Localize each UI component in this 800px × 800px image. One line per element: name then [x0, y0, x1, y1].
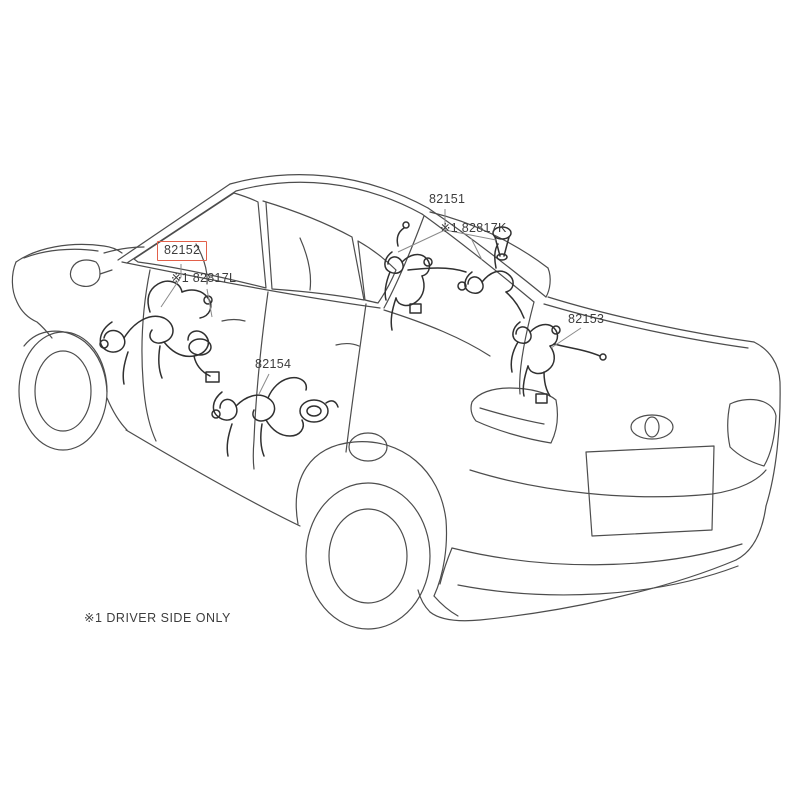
part-label-82817k[interactable]: ※1 82817K: [440, 221, 507, 235]
car-body: [11, 174, 781, 630]
footnote-driver-side-only: ※1 DRIVER SIDE ONLY: [84, 611, 231, 625]
harness-quarter-left: [384, 221, 467, 331]
part-label-82154[interactable]: 82154: [255, 357, 292, 371]
part-label-82817l[interactable]: ※1 82817L: [171, 271, 237, 285]
harness-rear-door: [211, 376, 339, 457]
part-label-82153[interactable]: 82153: [568, 312, 605, 326]
part-label-82151[interactable]: 82151: [429, 192, 466, 206]
harness-rear-right: [510, 321, 607, 404]
harness-rear-shelf: [457, 226, 525, 319]
part-label-82152-highlighted[interactable]: 82152: [157, 241, 208, 261]
leader-lines: [160, 209, 582, 395]
harness-front-door: [99, 280, 220, 385]
